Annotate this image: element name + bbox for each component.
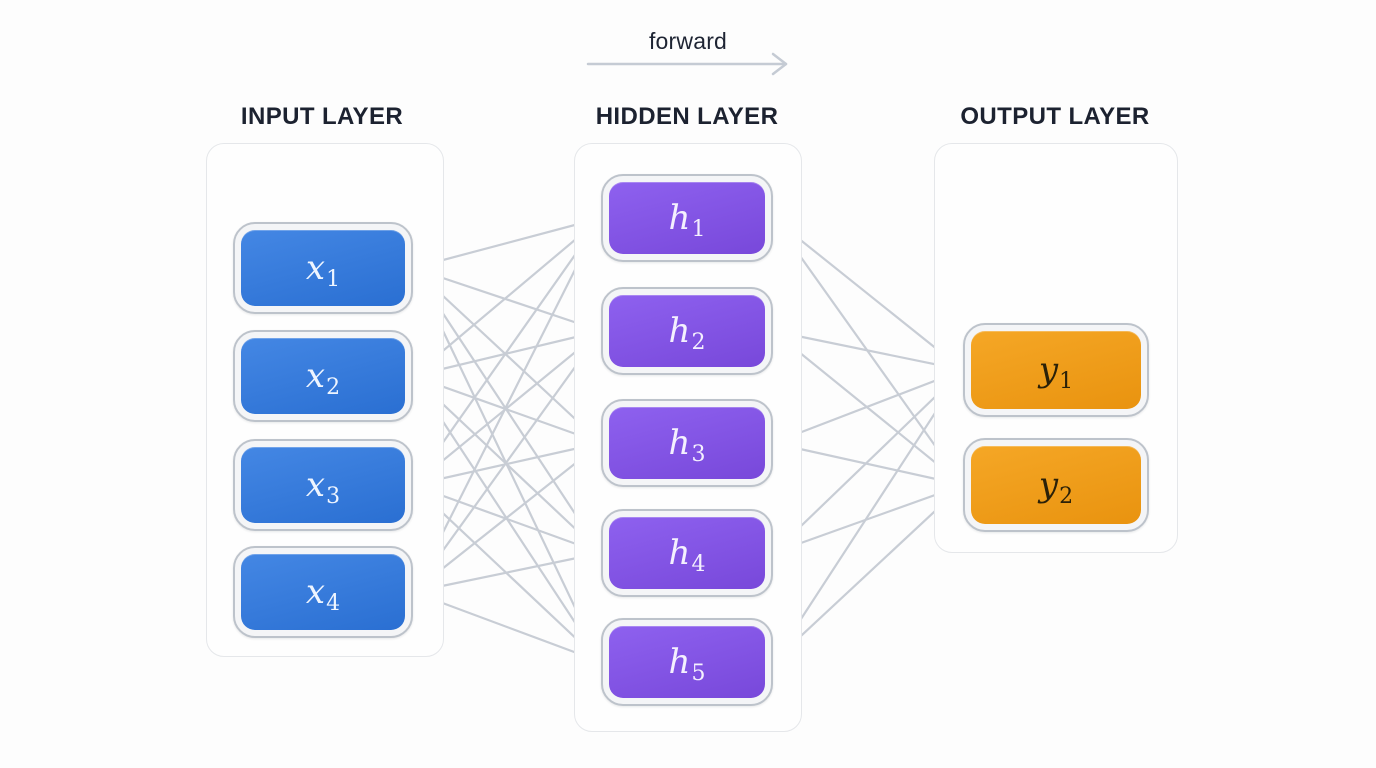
title-hidden-layer: HIDDEN LAYER — [595, 103, 779, 130]
forward-arrow-icon — [586, 52, 788, 76]
title-output-layer: OUTPUT LAYER — [960, 103, 1150, 130]
forward-label: forward — [648, 28, 728, 54]
title-input-layer: INPUT LAYER — [240, 103, 404, 130]
